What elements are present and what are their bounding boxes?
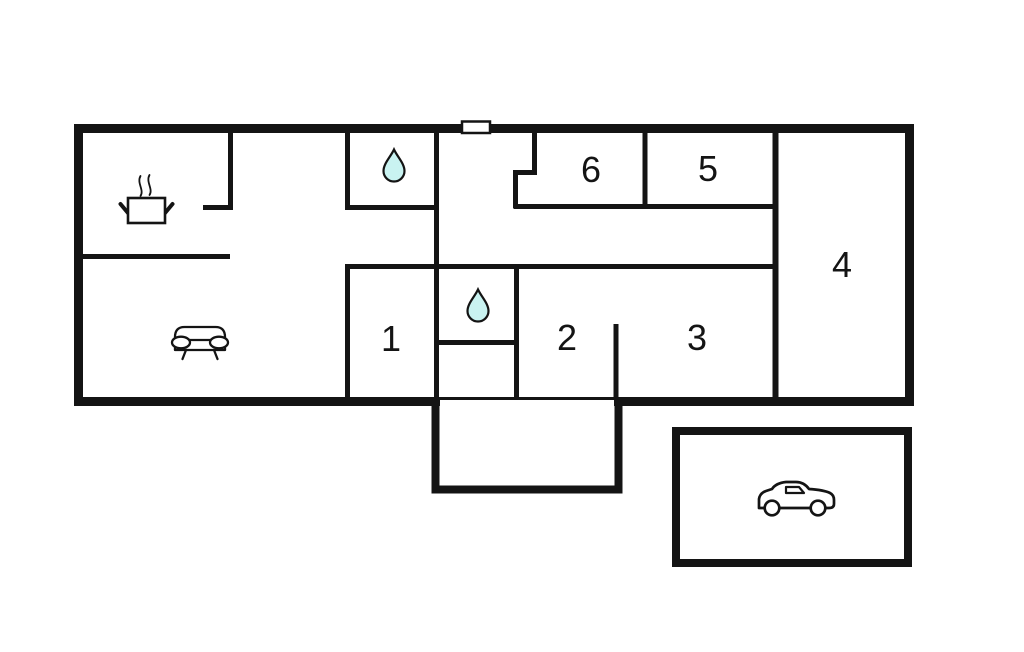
sofa-armrest-right <box>208 335 230 350</box>
room-6-label: 6 <box>581 149 601 190</box>
vestibule-walls <box>431 400 623 494</box>
room-3-label: 3 <box>687 317 707 358</box>
car-wheel-front <box>809 499 827 517</box>
pot-steam-right <box>147 174 152 196</box>
water-drop-shape <box>382 146 406 183</box>
car-wheel-rear <box>763 499 781 517</box>
room-5-label: 5 <box>698 148 718 189</box>
cooking-pot-icon <box>118 174 175 225</box>
door-marker <box>460 120 492 135</box>
water-drop-shape <box>466 286 490 323</box>
sofa-armrest-left <box>170 335 192 350</box>
water-drop-icon <box>466 286 490 323</box>
sofa-leg-right <box>212 348 219 361</box>
room-1-label: 1 <box>381 318 401 359</box>
room-2-label: 2 <box>557 317 577 358</box>
car-icon <box>757 480 836 517</box>
pot-steam-left <box>138 175 143 197</box>
water-drop-icon <box>382 146 406 183</box>
car-window <box>784 485 806 495</box>
sofa-icon <box>170 325 230 361</box>
pot-body <box>126 196 167 225</box>
sofa-leg-left <box>181 348 188 361</box>
room-labels: 1 2 3 4 5 6 <box>381 148 852 359</box>
room-4-label: 4 <box>832 244 852 285</box>
interior-walls <box>74 124 778 400</box>
garage-walls <box>672 427 912 567</box>
wall-garage-outline <box>672 427 912 567</box>
